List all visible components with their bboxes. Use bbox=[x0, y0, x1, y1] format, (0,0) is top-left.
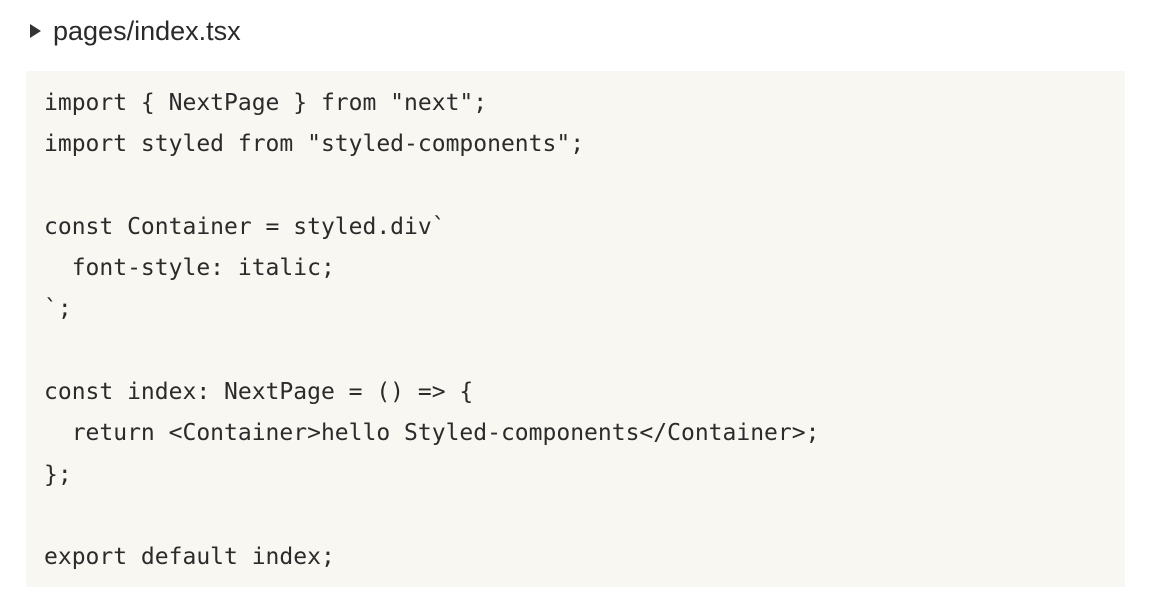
code-line-7 bbox=[44, 331, 1125, 372]
code-line-3 bbox=[44, 166, 1125, 207]
triangle-right-icon[interactable] bbox=[30, 24, 41, 38]
code-line-8: const index: NextPage = () => { bbox=[44, 379, 474, 406]
code-line-4: const Container = styled.div` bbox=[44, 213, 446, 240]
code-line-5: font-style: italic; bbox=[44, 255, 335, 282]
code-block: import { NextPage } from "next"; import … bbox=[26, 71, 1125, 587]
code-line-6: `; bbox=[44, 296, 72, 323]
code-line-11 bbox=[44, 496, 1125, 537]
code-line-2: import styled from "styled-components"; bbox=[44, 131, 585, 158]
code-line-1: import { NextPage } from "next"; bbox=[44, 90, 488, 116]
code-line-10: }; bbox=[44, 461, 72, 488]
code-line-9: return <Container>hello Styled-component… bbox=[44, 420, 820, 447]
file-name: pages/index.tsx bbox=[53, 15, 241, 46]
file-toggle[interactable]: pages/index.tsx bbox=[30, 14, 241, 48]
code-line-12: export default index; bbox=[44, 544, 335, 571]
